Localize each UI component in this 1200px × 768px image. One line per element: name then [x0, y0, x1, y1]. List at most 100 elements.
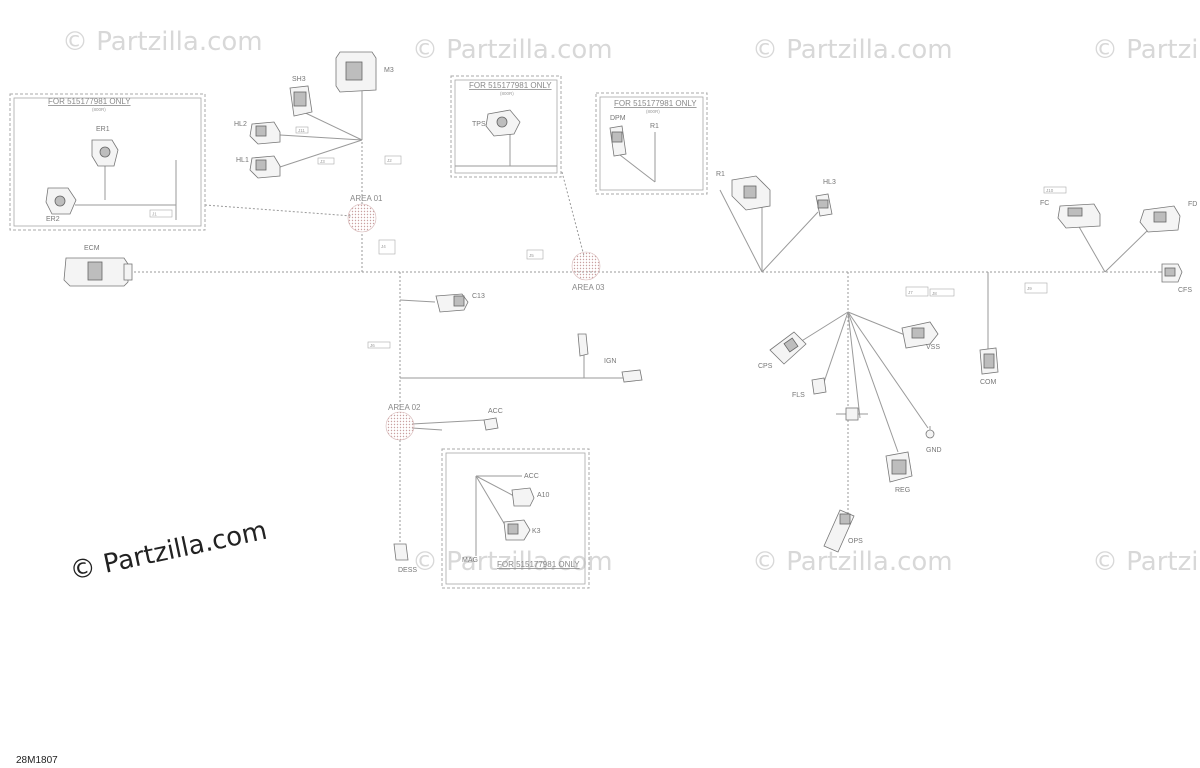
hl3-connector: HL3	[815, 179, 836, 217]
area-label: AREA 02	[388, 403, 421, 412]
component-label: CPS	[758, 363, 773, 370]
a10-connector: A10	[511, 487, 550, 507]
wire-tags: J1 J2 J3 J4 J5 J6 J7 J8 J9 J10 J11	[149, 126, 1067, 349]
component-label: CFS	[1178, 287, 1192, 294]
hl2-connector: HL2	[234, 121, 281, 145]
mag-label: MAG	[462, 557, 478, 564]
component-label: HL2	[234, 121, 247, 128]
component-label: R1	[716, 171, 725, 178]
component-label: IGN	[604, 358, 616, 365]
wire-tag: J3	[320, 159, 325, 164]
component-label: R1	[650, 123, 659, 130]
cps-sensor: CPS	[758, 331, 807, 370]
option-box-4: FOR 515177981 ONLY	[441, 448, 590, 589]
box-title: FOR 515177981 ONLY	[614, 99, 697, 108]
component-label: DESS	[398, 567, 417, 574]
option-box-1: FOR 515177981 ONLY (800R)	[9, 93, 206, 231]
component-label: C13	[472, 293, 485, 300]
watermark: © Partzilla.com	[412, 547, 613, 577]
box-title: FOR 515177981 ONLY	[497, 560, 580, 569]
wire-tag: J6	[370, 343, 375, 348]
component-label: ECM	[84, 245, 100, 252]
component-label: VSS	[926, 344, 940, 351]
option-box-3: FOR 515177981 ONLY (800R)	[595, 92, 708, 195]
sh3-connector: SH3	[289, 76, 313, 117]
box-subtitle: (800R)	[500, 91, 514, 96]
component-label: K3	[532, 528, 541, 535]
box-subtitle: (800R)	[92, 107, 106, 112]
fd-connector: FD	[1139, 201, 1197, 233]
component-label: OPS	[848, 538, 863, 545]
wire-tag: J2	[387, 158, 392, 163]
drawing-code: 28M1807	[16, 755, 58, 766]
hl1-connector: HL1	[236, 155, 281, 179]
watermark: © Partzilla.com	[62, 27, 263, 57]
component-label: ACC	[488, 408, 503, 415]
component-label: DPM	[610, 115, 626, 122]
area-03: AREA 03	[571, 251, 605, 292]
r1-relay: R1	[716, 171, 771, 211]
c13-connector: C13	[435, 293, 485, 313]
area-01: AREA 01	[347, 194, 383, 233]
partzilla-watermark: © Partzilla.com	[67, 516, 269, 587]
component-label: REG	[895, 487, 910, 494]
acc-box-label: ACC	[524, 473, 539, 480]
component-label: ER1	[96, 126, 110, 133]
dpm-connector: DPM R1	[609, 115, 659, 157]
component-label: SH3	[292, 76, 306, 83]
wire-tag: J4	[381, 244, 386, 249]
ecm-connector: ECM	[63, 245, 133, 287]
component-label: TPS	[472, 121, 486, 128]
watermark: © Partzilla.com	[752, 35, 953, 65]
component-label: GND	[926, 447, 942, 454]
er2-sensor: ER2	[45, 187, 77, 223]
com-connector: COM	[979, 347, 999, 386]
wire-tag: J7	[908, 290, 913, 295]
component-label: COM	[980, 379, 997, 386]
acc-connector: ACC	[483, 408, 503, 431]
ops-sensor: OPS	[823, 509, 863, 553]
component-label: ER2	[46, 216, 60, 223]
component-label: MAG	[462, 557, 478, 564]
component-label: FLS	[792, 392, 805, 399]
gnd-terminal: GND	[925, 426, 942, 454]
component-label: FC	[1040, 200, 1049, 207]
watermark: © Partzilla.com	[752, 547, 953, 577]
fls-sensor: FLS	[792, 377, 827, 399]
ign-connector: IGN	[577, 333, 643, 383]
wires	[125, 89, 1165, 545]
wire-tag: J5	[529, 253, 534, 258]
watermark: © Partzilla.com	[1092, 547, 1200, 577]
fc-connector: FC	[1040, 200, 1101, 229]
watermark-group: © Partzilla.com © Partzilla.com © Partzi…	[62, 27, 1200, 577]
watermark: © Partzilla.com	[1092, 35, 1200, 65]
wire-tag: J10	[1046, 188, 1054, 193]
vss-connector: VSS	[901, 321, 940, 351]
dess-connector: DESS	[393, 543, 417, 574]
component-label: ACC	[524, 473, 539, 480]
box-title: FOR 515177981 ONLY	[48, 97, 131, 106]
box-subtitle: (800R)	[646, 109, 660, 114]
component-label: HL3	[823, 179, 836, 186]
area-label: AREA 03	[572, 283, 605, 292]
area-label: AREA 01	[350, 194, 383, 203]
component-label: HL1	[236, 157, 249, 164]
m3-connector: M3	[335, 51, 394, 93]
k3-relay: K3	[503, 519, 541, 541]
component-label: A10	[537, 492, 550, 499]
wire-tag: J1	[152, 212, 157, 217]
fuse-holder	[836, 407, 868, 421]
wire-tag: J11	[298, 128, 305, 133]
er1-sensor: ER1	[91, 126, 119, 167]
watermark: © Partzilla.com	[412, 35, 613, 65]
component-label: FD	[1188, 201, 1197, 208]
wire-tag: J8	[932, 291, 937, 296]
wire-tag: J9	[1027, 286, 1032, 291]
cfs-connector: CFS	[1161, 263, 1192, 294]
box-title: FOR 515177981 ONLY	[469, 81, 552, 90]
option-box-2: FOR 515177981 ONLY (800R)	[450, 75, 562, 178]
tps-sensor: TPS	[472, 109, 521, 137]
reg-connector: REG	[885, 451, 913, 494]
component-label: M3	[384, 67, 394, 74]
